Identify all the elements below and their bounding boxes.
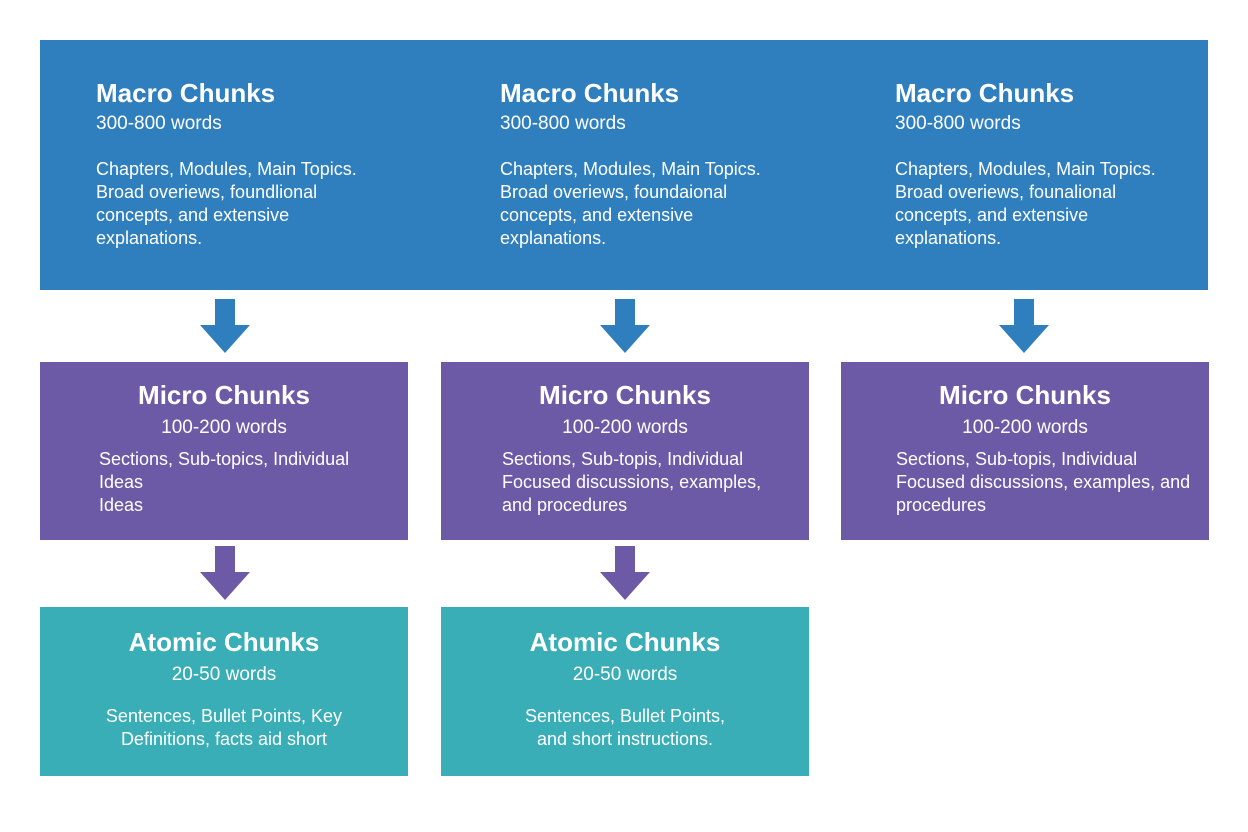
macro-chunks-band: Macro Chunks 300-800 words Chapters, Mod… <box>40 40 1208 290</box>
down-arrow-icon <box>200 546 250 600</box>
macro-chunk-description: Chapters, Modules, Main Topics. Broad ov… <box>895 158 1225 250</box>
description-line: Chapters, Modules, Main Topics. <box>96 159 357 179</box>
macro-chunk-title: Macro Chunks <box>500 78 680 108</box>
down-arrow-icon <box>600 299 650 353</box>
description-line: Ideas <box>99 495 144 515</box>
macro-chunk-description: Chapters, Modules, Main Topics. Broad ov… <box>500 158 830 250</box>
description-line: procedures <box>896 495 987 515</box>
description-line: explanations. <box>500 228 607 248</box>
description-line: Broad overiews, founalional <box>895 182 1117 202</box>
atomic-chunk-title: Atomic Chunks <box>128 627 320 657</box>
description-line: concepts, and extensive <box>500 205 694 225</box>
description-line: Sentences, Bullet Points, Key <box>105 706 343 726</box>
down-arrow-icon <box>999 299 1049 353</box>
micro-chunk-description: Sections, Sub-topis, Individual Focused … <box>841 448 1209 517</box>
description-line: explanations. <box>96 228 203 248</box>
description-line: Broad overiews, foundaional <box>500 182 728 202</box>
macro-chunk-3: Macro Chunks 300-800 words Chapters, Mod… <box>895 78 1225 250</box>
macro-chunk-words: 300-800 words <box>500 113 626 134</box>
description-line: Chapters, Modules, Main Topics. <box>895 159 1156 179</box>
micro-chunk-title: Micro Chunks <box>138 380 310 410</box>
atomic-chunk-2: Atomic Chunks 20-50 words Sentences, Bul… <box>441 607 809 776</box>
description-line: Broad overiews, foundlional <box>96 182 318 202</box>
description-line: concepts, and extensive <box>895 205 1089 225</box>
macro-chunk-2: Macro Chunks 300-800 words Chapters, Mod… <box>500 78 830 250</box>
macro-chunk-1: Macro Chunks 300-800 words Chapters, Mod… <box>96 78 426 250</box>
down-arrow-icon <box>200 299 250 353</box>
description-line: Sections, Sub-topis, Individual <box>896 449 1138 469</box>
description-line: Sentences, Bullet Points, <box>524 706 726 726</box>
macro-chunk-words: 300-800 words <box>895 113 1021 134</box>
atomic-chunk-title: Atomic Chunks <box>529 627 721 657</box>
description-line: concepts, and extensive <box>96 205 290 225</box>
micro-chunk-words: 100-200 words <box>962 417 1088 438</box>
micro-chunk-words: 100-200 words <box>161 417 287 438</box>
description-line: Definitions, facts aid short <box>120 729 328 749</box>
description-line: and short instructions. <box>536 729 714 749</box>
micro-chunk-2: Micro Chunks 100-200 words Sections, Sub… <box>441 362 809 540</box>
micro-chunk-1: Micro Chunks 100-200 words Sections, Sub… <box>40 362 408 540</box>
description-line: Chapters, Modules, Main Topics. <box>500 159 761 179</box>
macro-chunk-title: Macro Chunks <box>96 78 276 108</box>
atomic-chunk-words: 20-50 words <box>171 664 277 685</box>
micro-chunk-title: Micro Chunks <box>539 380 711 410</box>
description-line: Sections, Sub-topis, Individual <box>502 449 744 469</box>
micro-chunk-title: Micro Chunks <box>939 380 1111 410</box>
atomic-chunk-description: Sentences, Bullet Points, Key Definition… <box>40 705 408 751</box>
macro-chunk-title: Macro Chunks <box>895 78 1075 108</box>
atomic-chunk-description: Sentences, Bullet Points, and short inst… <box>441 705 809 751</box>
atomic-chunk-words: 20-50 words <box>572 664 678 685</box>
micro-chunk-description: Sections, Sub-topis, Individual Focused … <box>441 448 809 517</box>
description-line: Focused discussions, examples, and <box>896 472 1191 492</box>
macro-chunk-words: 300-800 words <box>96 113 222 134</box>
micro-chunk-3: Micro Chunks 100-200 words Sections, Sub… <box>841 362 1209 540</box>
macro-chunk-description: Chapters, Modules, Main Topics. Broad ov… <box>96 158 426 250</box>
description-line: Ideas <box>99 472 144 492</box>
description-line: explanations. <box>895 228 1002 248</box>
down-arrow-icon <box>600 546 650 600</box>
micro-chunk-description: Sections, Sub-topics, Individual Ideas I… <box>40 448 408 517</box>
atomic-chunk-1: Atomic Chunks 20-50 words Sentences, Bul… <box>40 607 408 776</box>
micro-chunk-words: 100-200 words <box>562 417 688 438</box>
description-line: Focused discussions, examples, <box>502 472 762 492</box>
description-line: Sections, Sub-topics, Individual <box>99 449 350 469</box>
description-line: and procedures <box>502 495 628 515</box>
